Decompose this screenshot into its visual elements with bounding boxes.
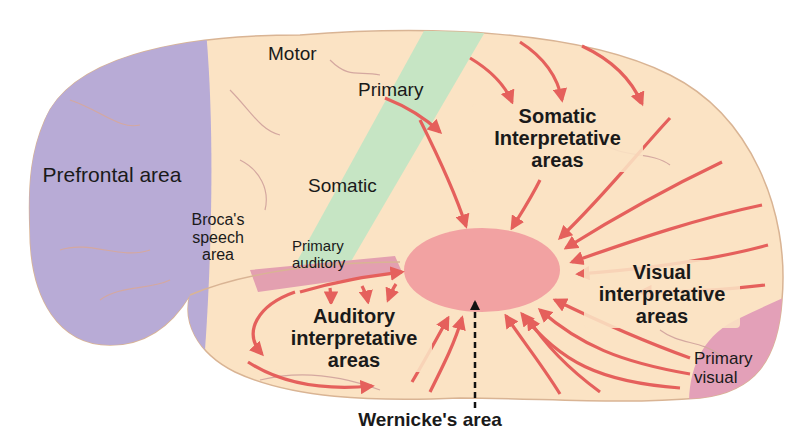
- region-label: Prefrontal area: [42, 163, 182, 186]
- region-label: Primary auditory: [292, 238, 372, 271]
- area-pointer-label: Wernicke's area: [330, 410, 530, 431]
- region-label: Primary visual: [694, 350, 774, 387]
- region-label: Broca's speech area: [182, 211, 254, 264]
- wernicke-pointer: [474, 302, 477, 408]
- wernicke-region: [404, 228, 560, 312]
- region-label: Visual interpretative areas: [584, 260, 740, 328]
- region-label: Somatic Interpretative areas: [472, 104, 643, 172]
- region-label: Primary: [358, 80, 438, 101]
- prefrontal-region: [20, 20, 211, 350]
- region-label: Auditory interpretative areas: [276, 304, 432, 372]
- region-label: Motor: [268, 44, 348, 65]
- cortex-folds: [60, 60, 720, 390]
- association-arrows: [248, 42, 768, 394]
- region-label: Somatic: [308, 176, 388, 197]
